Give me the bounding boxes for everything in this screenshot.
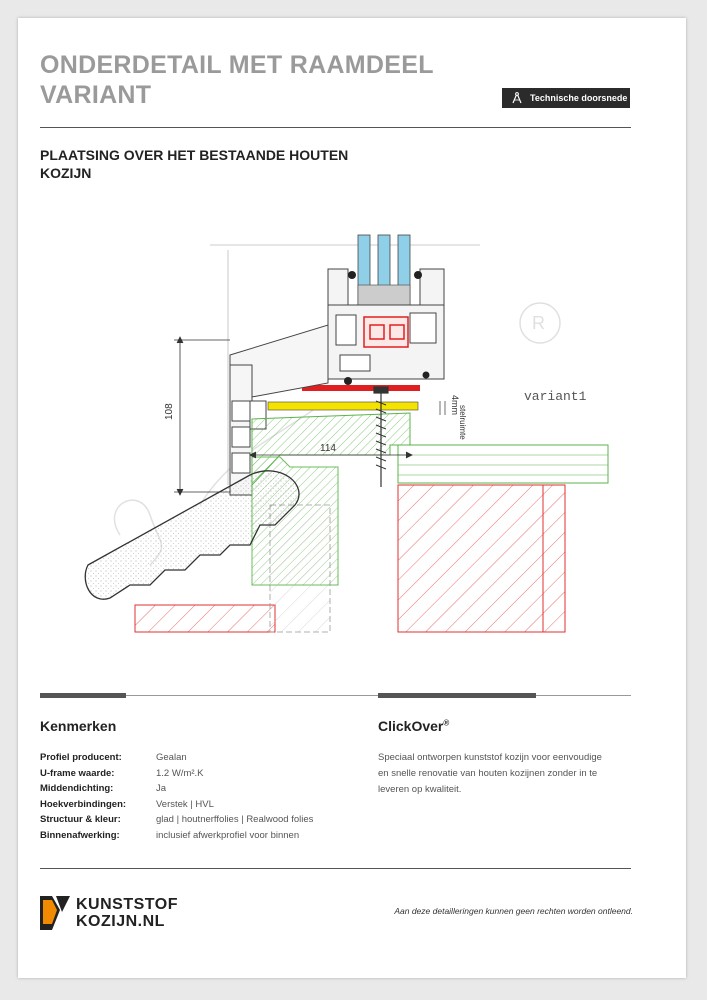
spec-value: glad | houtnerffolies | Realwood folies	[156, 814, 314, 825]
spec-key: Middendichting:	[40, 783, 114, 794]
dimension-width	[249, 451, 413, 459]
dimension-height-label: 108	[164, 403, 175, 420]
gaskets	[344, 271, 430, 385]
spec-row: U-frame waarde: 1.2 W/m².K	[40, 766, 313, 782]
spec-row: Structuur & kleur: glad | houtnerffolies…	[40, 812, 313, 828]
clickover-description: Speciaal ontworpen kunststof kozijn voor…	[378, 752, 602, 795]
spec-key: Structuur & kleur:	[40, 814, 121, 825]
spec-key: U-frame waarde:	[40, 767, 115, 779]
spec-key: Binnenafwerking:	[40, 829, 120, 841]
existing-brick	[134, 484, 566, 633]
spec-value: 1.2 W/m².K	[156, 767, 204, 779]
header-divider	[40, 127, 631, 128]
variant-label: variant1	[524, 389, 587, 404]
page-title: ONDERDETAIL MET RAAMDEEL VARIANT	[40, 51, 434, 109]
spec-value: Verstek | HVL	[156, 798, 214, 810]
technical-section-badge: Technische doorsnede	[502, 88, 630, 108]
logo-text: KUNSTSTOF KOZIJN.NL	[76, 896, 178, 930]
registered-mark: ®	[443, 718, 450, 728]
spec-value: Ja	[156, 783, 167, 794]
technical-drawing: R	[84, 234, 609, 633]
spec-key: Hoekverbindingen:	[40, 798, 127, 810]
logo-line-1: KUNSTSTOF	[76, 896, 178, 913]
dimension-height	[174, 336, 230, 496]
clickover-heading: ClickOver®	[378, 718, 449, 734]
dimension-gap-value: 4mm	[450, 395, 460, 415]
glass-panes	[357, 234, 411, 306]
frame-profile	[229, 324, 329, 496]
spec-row: Hoekverbindingen: Verstek | HVL	[40, 797, 313, 813]
document-sheet	[18, 18, 686, 978]
spec-row: Middendichting: Ja	[40, 781, 313, 797]
spec-value: inclusief afwerkprofiel voor binnen	[156, 829, 300, 841]
clickover-title: ClickOver	[378, 718, 444, 734]
dimension-gap-label: stelruimte	[458, 405, 467, 440]
compass-icon	[508, 92, 526, 104]
dimension-gap	[439, 401, 446, 415]
spec-list: Profiel producent: Gealan U-frame waarde…	[40, 750, 313, 843]
screw	[373, 386, 389, 487]
spec-row: Profiel producent: Gealan	[40, 750, 313, 766]
section-divider	[40, 695, 631, 696]
spec-key: Profiel producent:	[40, 752, 122, 763]
badge-label: Technische doorsnede	[530, 93, 628, 103]
logo-mark-icon	[40, 896, 70, 930]
section-subtitle: PLAATSING OVER HET BESTAANDE HOUTEN KOZI…	[40, 147, 349, 181]
spec-row: Binnenafwerking: inclusief afwerkprofiel…	[40, 828, 313, 844]
footer-divider	[40, 868, 631, 869]
insulation-strip	[267, 401, 419, 411]
logo-line-2: KOZIJN.NL	[76, 913, 165, 930]
clickover-accent-bar	[378, 693, 536, 698]
kenmerken-heading: Kenmerken	[40, 718, 117, 734]
seal-red	[363, 316, 409, 348]
stone-sill	[84, 470, 300, 600]
disclaimer: Aan deze detailleringen kunnen geen rech…	[394, 906, 633, 916]
spec-value: Gealan	[156, 752, 187, 763]
kenmerken-accent-bar	[40, 693, 126, 698]
seal-strip	[302, 385, 420, 391]
dimension-width-label: 114	[320, 443, 336, 454]
existing-structure	[269, 504, 331, 633]
svg-text:R: R	[532, 313, 545, 333]
company-logo[interactable]: KUNSTSTOF KOZIJN.NL	[40, 893, 220, 933]
